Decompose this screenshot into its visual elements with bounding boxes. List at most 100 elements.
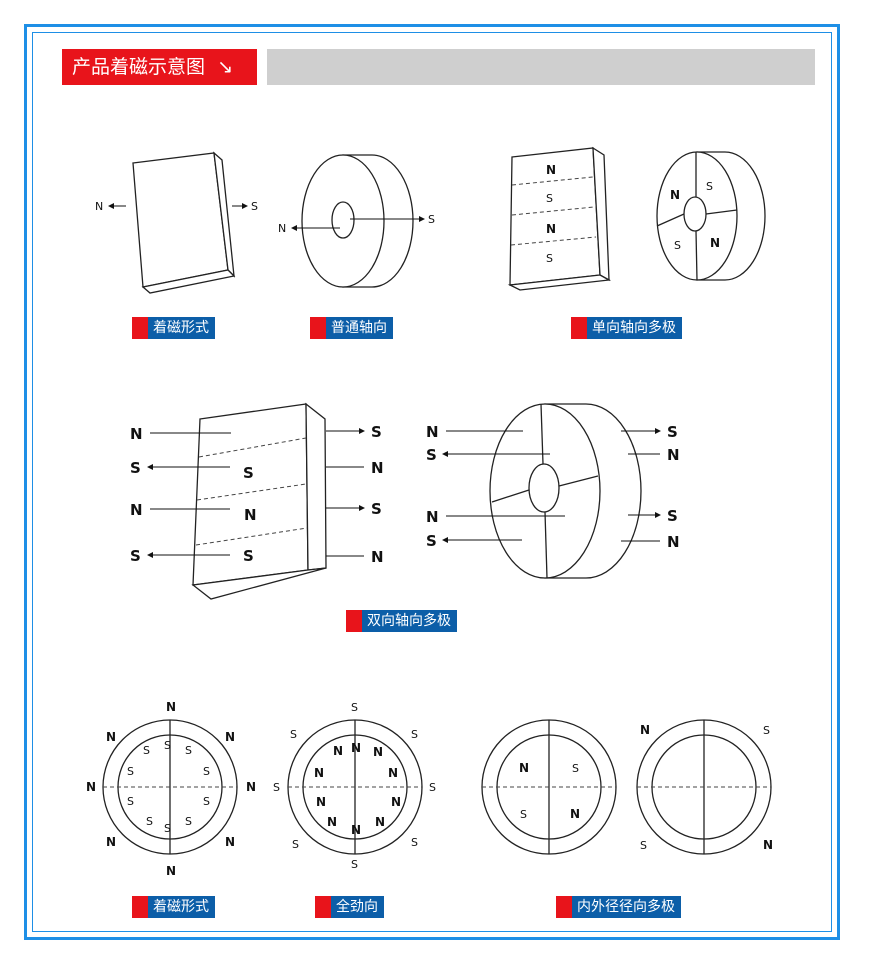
pole-label: S: [351, 858, 358, 871]
ring-inner-multipole: N S S N: [481, 719, 617, 855]
caption-label: 着磁形式: [148, 317, 215, 339]
pole-label: S: [426, 446, 437, 464]
pole-label: S: [763, 724, 770, 737]
caption-label: 着磁形式: [148, 896, 215, 918]
pole-label: N: [546, 163, 556, 177]
pole-label: S: [185, 815, 192, 828]
pole-label: N: [314, 766, 324, 780]
pole-label: S: [674, 239, 681, 252]
pole-label: S: [428, 213, 435, 226]
pole-label: S: [164, 822, 171, 835]
arrow-icon: ↘: [217, 56, 233, 78]
pole-label: N: [388, 766, 398, 780]
pole-label: S: [546, 252, 553, 265]
pole-label: N: [546, 222, 556, 236]
pole-label: N: [106, 730, 116, 744]
pole-label: N: [670, 188, 680, 202]
pole-label: N: [375, 815, 385, 829]
pole-label: N: [519, 761, 529, 775]
pole-label: N: [710, 236, 720, 250]
pole-label: S: [164, 739, 171, 752]
pole-label: N: [244, 506, 257, 524]
pole-label: S: [640, 839, 647, 852]
pole-label: N: [763, 838, 773, 852]
pole-label: S: [546, 192, 553, 205]
pole-label: S: [667, 423, 678, 441]
pole-label: S: [667, 507, 678, 525]
caption-row3-c: 内外径径向多极: [556, 896, 681, 918]
pole-label: S: [130, 547, 141, 565]
caption-row3-a: 着磁形式: [132, 896, 215, 918]
pole-label: S: [411, 836, 418, 849]
ring-outer-multipole: N S S N: [636, 719, 773, 855]
pole-label: N: [166, 864, 176, 878]
caption-row1-a: 着磁形式: [132, 317, 215, 339]
pole-label: N: [351, 823, 361, 837]
pole-label: N: [371, 548, 384, 566]
outer-frame: [24, 24, 840, 940]
pole-label: S: [426, 532, 437, 550]
ring-magnet-double-multipole: N S N S S N S N: [426, 403, 680, 579]
pole-label: N: [667, 533, 680, 551]
pole-label: S: [127, 765, 134, 778]
pole-label: N: [570, 807, 580, 821]
pole-label: S: [351, 701, 358, 714]
pole-label: S: [273, 781, 280, 794]
caption-label: 普通轴向: [326, 317, 393, 339]
caption-label: 内外径径向多极: [572, 896, 681, 918]
pole-label: N: [95, 200, 103, 213]
caption-label: 全劲向: [331, 896, 384, 918]
pole-label: S: [243, 547, 254, 565]
inner-frame: [32, 32, 832, 932]
pole-label: N: [86, 780, 96, 794]
page-title-text: 产品着磁示意图: [72, 56, 206, 78]
pole-label: N: [106, 835, 116, 849]
caption-row2: 双向轴向多极: [346, 610, 457, 632]
pole-label: N: [426, 423, 439, 441]
pole-label: S: [203, 795, 210, 808]
pole-label: S: [130, 459, 141, 477]
pole-label: N: [278, 222, 286, 235]
pole-label: S: [203, 765, 210, 778]
ring-radial-outer-s: S S S S S S S S N N N N N N N N N N: [273, 701, 436, 871]
pole-label: S: [290, 728, 297, 741]
pole-label: S: [371, 423, 382, 441]
block-magnet-double-multipole: N S N S S N S S N S N: [130, 402, 384, 600]
pole-label: N: [391, 795, 401, 809]
pole-label: N: [327, 815, 337, 829]
ring-magnet-multipole: N S S N: [656, 151, 766, 281]
pole-label: N: [371, 459, 384, 477]
caption-row1-c: 单向轴向多极: [571, 317, 682, 339]
pole-label: S: [411, 728, 418, 741]
pole-label: N: [640, 723, 650, 737]
pole-label: S: [371, 500, 382, 518]
pole-label: N: [130, 501, 143, 519]
block-magnet-axial: N S: [95, 151, 258, 294]
pole-label: S: [520, 808, 527, 821]
pole-label: N: [333, 744, 343, 758]
pole-label: N: [351, 741, 361, 755]
pole-label: N: [426, 508, 439, 526]
ring-radial-outer-n: N N N N N N N N S S S S S S S S S S: [86, 700, 256, 878]
pole-label: S: [127, 795, 134, 808]
caption-label: 双向轴向多极: [362, 610, 457, 632]
caption-label: 单向轴向多极: [587, 317, 682, 339]
pole-label: N: [130, 425, 143, 443]
pole-label: N: [373, 745, 383, 759]
pole-label: N: [225, 730, 235, 744]
pole-label: N: [316, 795, 326, 809]
ring-magnet-axial: N S: [278, 154, 435, 288]
pole-label: S: [243, 464, 254, 482]
block-magnet-multipole: N S N S: [507, 146, 612, 291]
caption-row3-b: 全劲向: [315, 896, 384, 918]
pole-label: S: [292, 838, 299, 851]
pole-label: N: [246, 780, 256, 794]
header-bar: [267, 49, 815, 85]
pole-label: S: [429, 781, 436, 794]
page-title: 产品着磁示意图 ↘: [62, 49, 257, 85]
pole-label: S: [572, 762, 579, 775]
pole-label: N: [166, 700, 176, 714]
pole-label: S: [185, 744, 192, 757]
pole-label: S: [706, 180, 713, 193]
